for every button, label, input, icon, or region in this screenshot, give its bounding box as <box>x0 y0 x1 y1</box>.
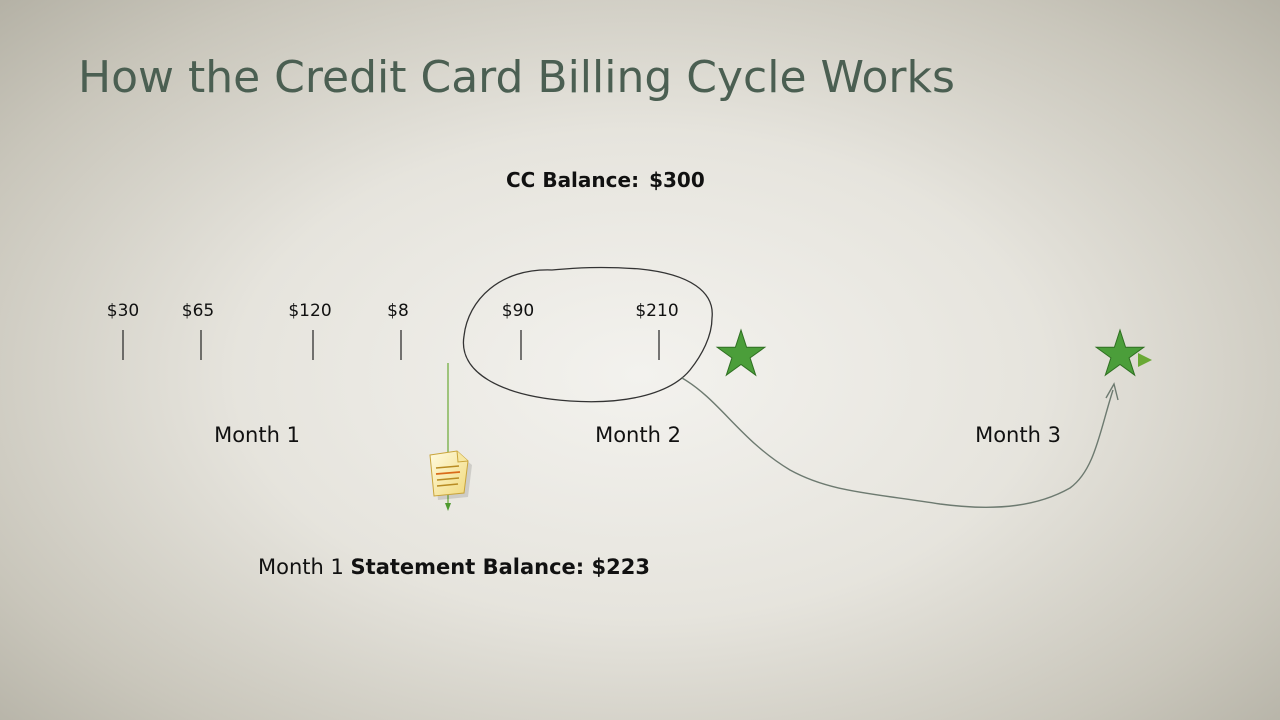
transaction-label: $8 <box>387 301 409 321</box>
statement-label: Statement Balance: $223 <box>350 555 650 579</box>
month-label-3: Month 3 <box>975 423 1061 447</box>
statement-drop-arrow <box>445 503 451 511</box>
transaction-label: $90 <box>501 301 535 321</box>
month-label-1: Month 1 <box>214 423 300 447</box>
transaction-label: $120 <box>288 301 332 321</box>
cc-balance-amount: $300 <box>649 168 705 192</box>
transaction-label: $210 <box>635 301 679 321</box>
transaction-label: $30 <box>106 301 140 321</box>
timeline-arrowhead <box>1138 353 1152 367</box>
hand-drawn-circle <box>462 266 713 403</box>
arrow-icon <box>1105 382 1119 401</box>
slide-title: How the Credit Card Billing Cycle Works <box>78 52 955 103</box>
statement-balance: Month 1 Statement Balance: $223 <box>258 555 650 579</box>
star-icon <box>715 328 767 377</box>
document-icon <box>429 450 472 500</box>
payment-curve-arrow <box>681 377 1114 508</box>
cc-balance: CC Balance: $300 <box>506 168 705 192</box>
statement-prefix: Month 1 <box>258 555 344 579</box>
star-icon <box>1094 328 1146 377</box>
cc-balance-label: CC Balance: <box>506 168 640 192</box>
month-label-2: Month 2 <box>595 423 681 447</box>
transaction-label: $65 <box>181 301 215 321</box>
